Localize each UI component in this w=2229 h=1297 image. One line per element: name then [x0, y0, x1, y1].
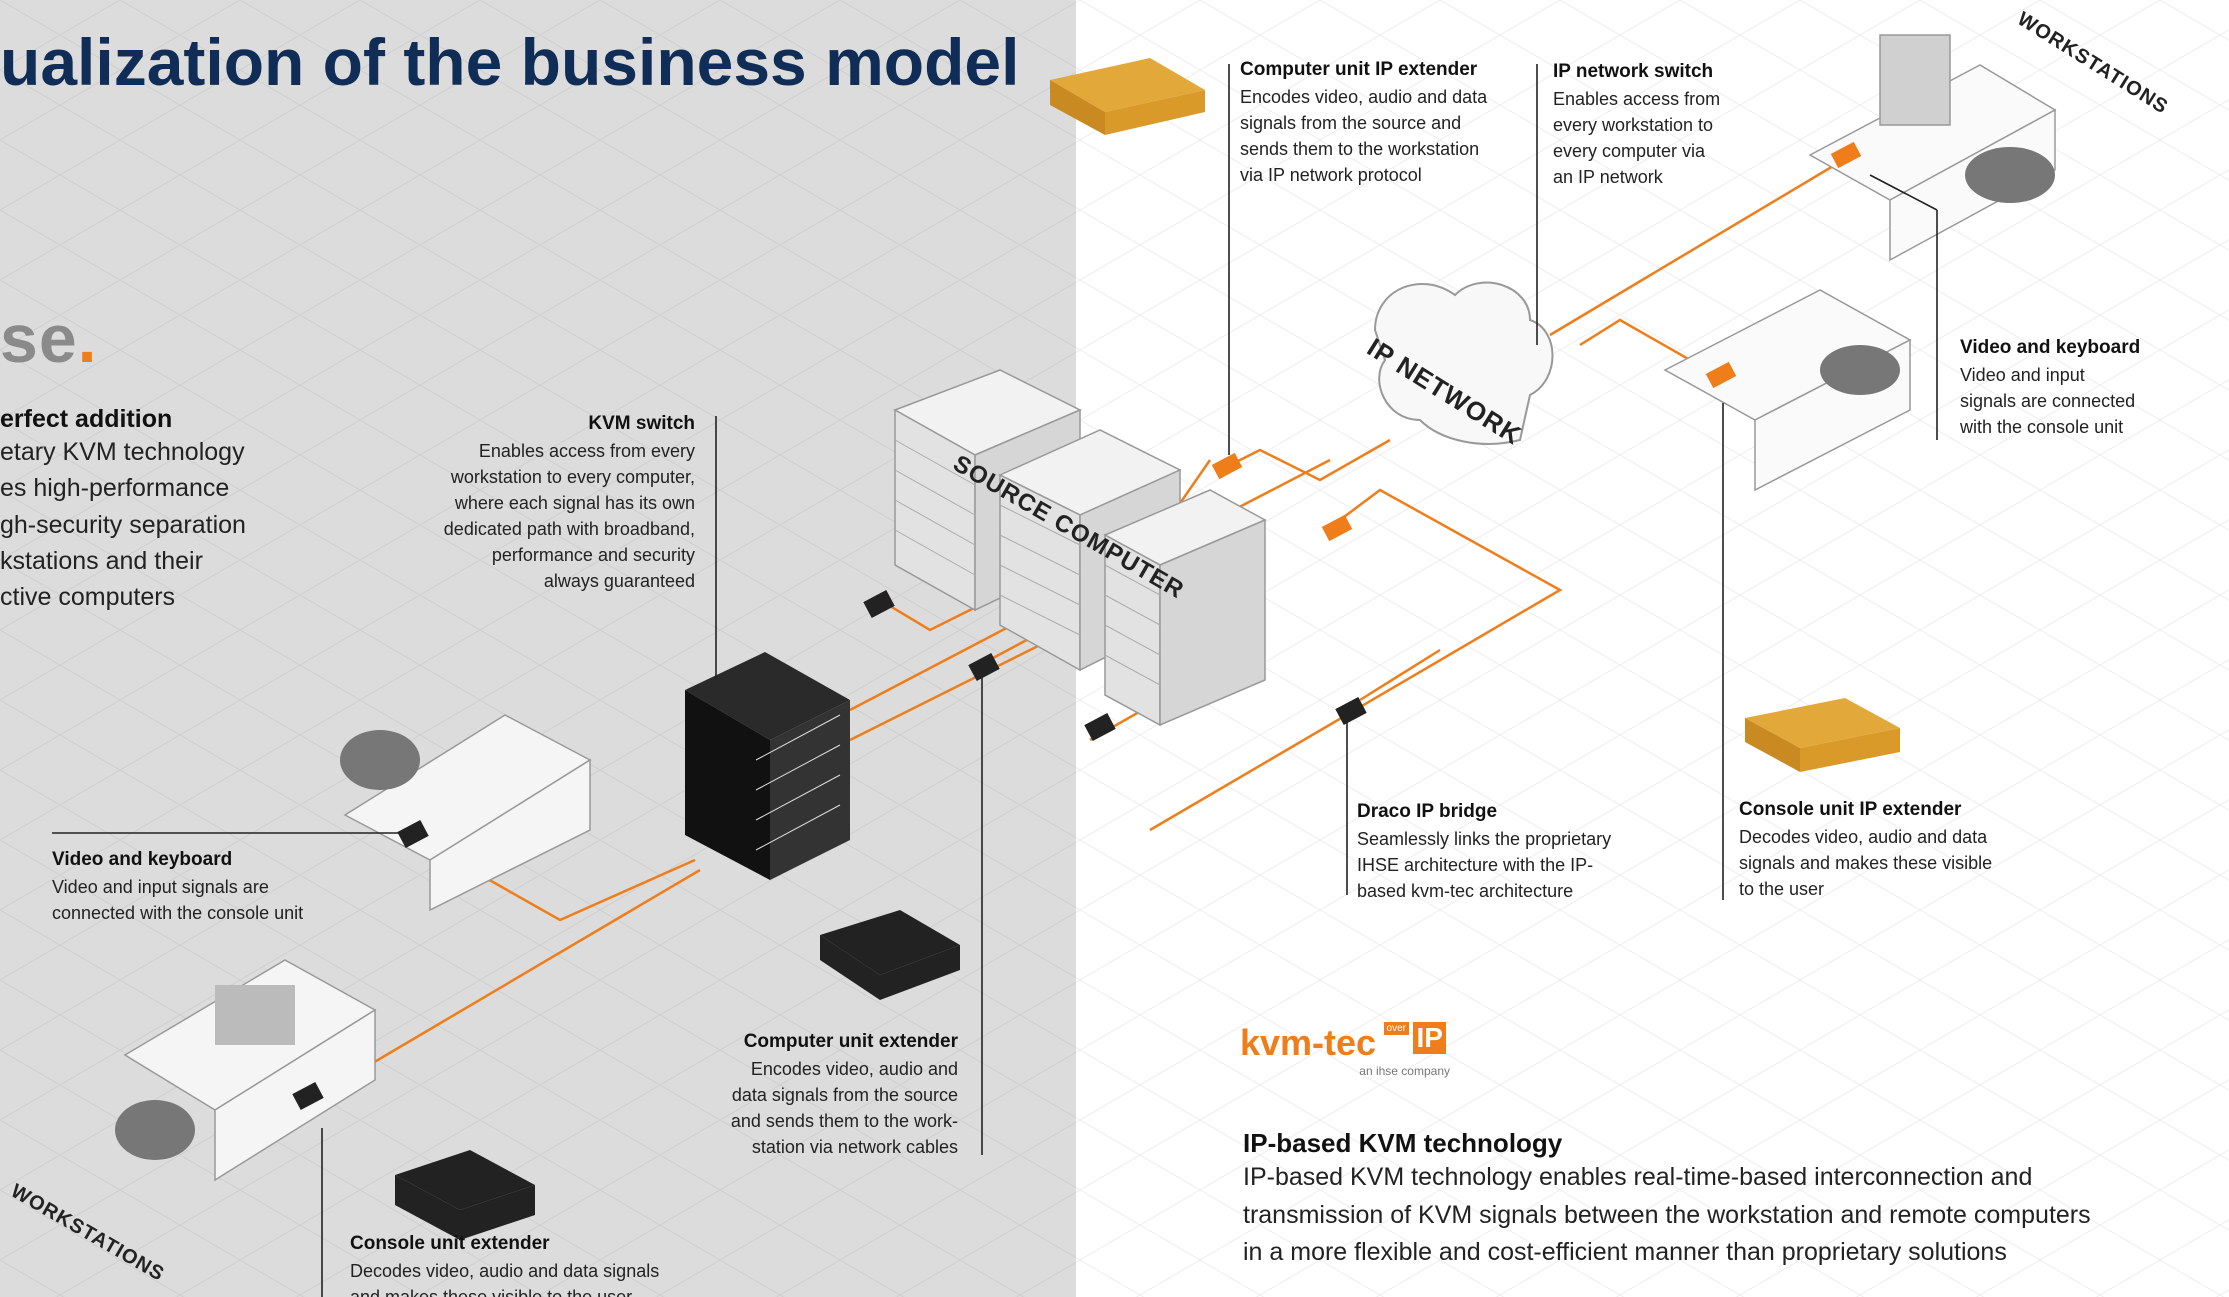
callout-line: Encodes video, audio and data: [1240, 86, 1488, 107]
callout-line: Decodes video, audio and data: [1739, 826, 1988, 847]
callout-line: data signals from the source: [731, 1084, 958, 1105]
callout-line: connected with the console unit: [52, 902, 304, 923]
callout-ip-network-switch: IP network switch Enables access from ev…: [1553, 58, 1763, 190]
callout-line: where each signal has its own: [454, 492, 695, 513]
callout-line: signals are connected: [1960, 390, 2136, 411]
callout-line: signals and makes these visible: [1739, 852, 1993, 873]
addition-block: erfect addition etary KVM technology es …: [0, 405, 290, 615]
kvm-switch-rack: [685, 652, 850, 880]
kvm-tec-over-badge: over: [1383, 1022, 1409, 1035]
kvm-tec-brand: kvm-tec: [1240, 1022, 1377, 1063]
callout-title: Video and keyboard: [1960, 337, 2141, 358]
callout-line: Enables access from: [1553, 88, 1721, 109]
callout-line: every computer via: [1553, 140, 1706, 161]
callout-line: and makes these visible to the user: [350, 1286, 633, 1297]
right-chairs: [1820, 147, 2055, 395]
left-monitor: [215, 985, 295, 1045]
kvm-tec-sub: an ihse company: [1359, 1064, 1450, 1078]
callout-line: Enables access from every: [478, 440, 695, 461]
callout-line: dedicated path with broadband,: [443, 518, 695, 539]
orange-nodes: [1211, 141, 1862, 542]
callout-line: an IP network: [1553, 166, 1663, 187]
leader-lines: [52, 64, 1938, 1297]
callout-line: Seamlessly links the proprietary: [1357, 828, 1612, 849]
callout-line: with the console unit: [1960, 416, 2124, 437]
callout-title: IP network switch: [1553, 61, 1714, 82]
ip-network-cloud: [1373, 281, 1554, 445]
callout-console-extender: Console unit extender Decodes video, aud…: [350, 1230, 750, 1297]
kvm-tec-ip-badge: IP: [1413, 1022, 1446, 1054]
gold-ip-extenders: [1050, 58, 1900, 772]
callout-line: station via network cables: [751, 1136, 958, 1157]
callout-line: performance and security: [491, 544, 695, 565]
ip-based-kvm-block: IP-based KVM technology IP-based KVM tec…: [1243, 1128, 2163, 1272]
callout-line: Video and input: [1960, 364, 2085, 385]
callout-title: Computer unit extender: [743, 1031, 958, 1052]
ip-block-line: IP-based KVM technology enables real-tim…: [1243, 1163, 2033, 1191]
ip-block-line: in a more flexible and cost-efficient ma…: [1243, 1238, 2007, 1266]
source-computer-stack: [893, 369, 1267, 727]
left-chairs: [115, 730, 420, 1160]
logo-text: se: [0, 301, 78, 377]
addition-line: gh-security separation: [0, 510, 246, 539]
callout-computer-ip-extender: Computer unit IP extender Encodes video,…: [1240, 56, 1530, 188]
callout-line: and sends them to the work-: [730, 1110, 958, 1131]
callout-line: signals from the source and: [1240, 112, 1462, 133]
callout-line: workstation to every computer,: [450, 466, 695, 487]
callout-line: every workstation to: [1553, 114, 1714, 135]
addition-line: kstations and their: [0, 546, 203, 575]
black-device-boxes: [395, 910, 960, 1240]
callout-line: via IP network protocol: [1240, 164, 1422, 185]
callout-title: Console unit IP extender: [1739, 799, 1962, 820]
callout-computer-extender: Computer unit extender Encodes video, au…: [680, 1028, 958, 1160]
addition-line: es high-performance: [0, 474, 230, 503]
callout-line: sends them to the workstation: [1240, 138, 1480, 159]
addition-line: etary KVM technology: [0, 438, 245, 466]
addition-title: erfect addition: [0, 405, 173, 433]
callout-title: KVM switch: [588, 413, 695, 434]
kvm-tec-logo: kvm-tec over IP an ihse company: [1240, 1022, 1470, 1092]
callout-line: Decodes video, audio and data signals: [350, 1260, 660, 1281]
callout-kvm-switch: KVM switch Enables access from every wor…: [380, 410, 695, 594]
ip-block-title: IP-based KVM technology: [1243, 1128, 1563, 1158]
black-nodes: [292, 589, 1367, 1111]
ihse-logo: se.: [0, 301, 98, 377]
ip-block-line: transmission of KVM signals between the …: [1243, 1200, 2091, 1229]
callout-console-ip-extender: Console unit IP extender Decodes video, …: [1739, 796, 2039, 902]
callout-line: Video and input signals are: [52, 876, 269, 897]
callout-title: Computer unit IP extender: [1240, 59, 1478, 80]
callout-title: Video and keyboard: [52, 849, 233, 870]
callout-title: Console unit extender: [350, 1233, 550, 1254]
callout-draco-ip-bridge: Draco IP bridge Seamlessly links the pro…: [1357, 798, 1657, 904]
callout-line: based kvm-tec architecture: [1357, 880, 1574, 901]
page-title: ualization of the business model: [0, 25, 1020, 99]
callout-video-keyboard-left: Video and keyboard Video and input signa…: [52, 846, 372, 926]
callout-title: Draco IP bridge: [1357, 801, 1498, 822]
callout-video-keyboard-right: Video and keyboard Video and input signa…: [1960, 334, 2180, 440]
callout-line: always guaranteed: [543, 571, 695, 592]
callout-line: to the user: [1739, 878, 1825, 899]
callout-line: Encodes video, audio and: [750, 1058, 958, 1079]
callout-line: IHSE architecture with the IP-: [1357, 854, 1594, 875]
addition-line: ctive computers: [0, 583, 176, 611]
